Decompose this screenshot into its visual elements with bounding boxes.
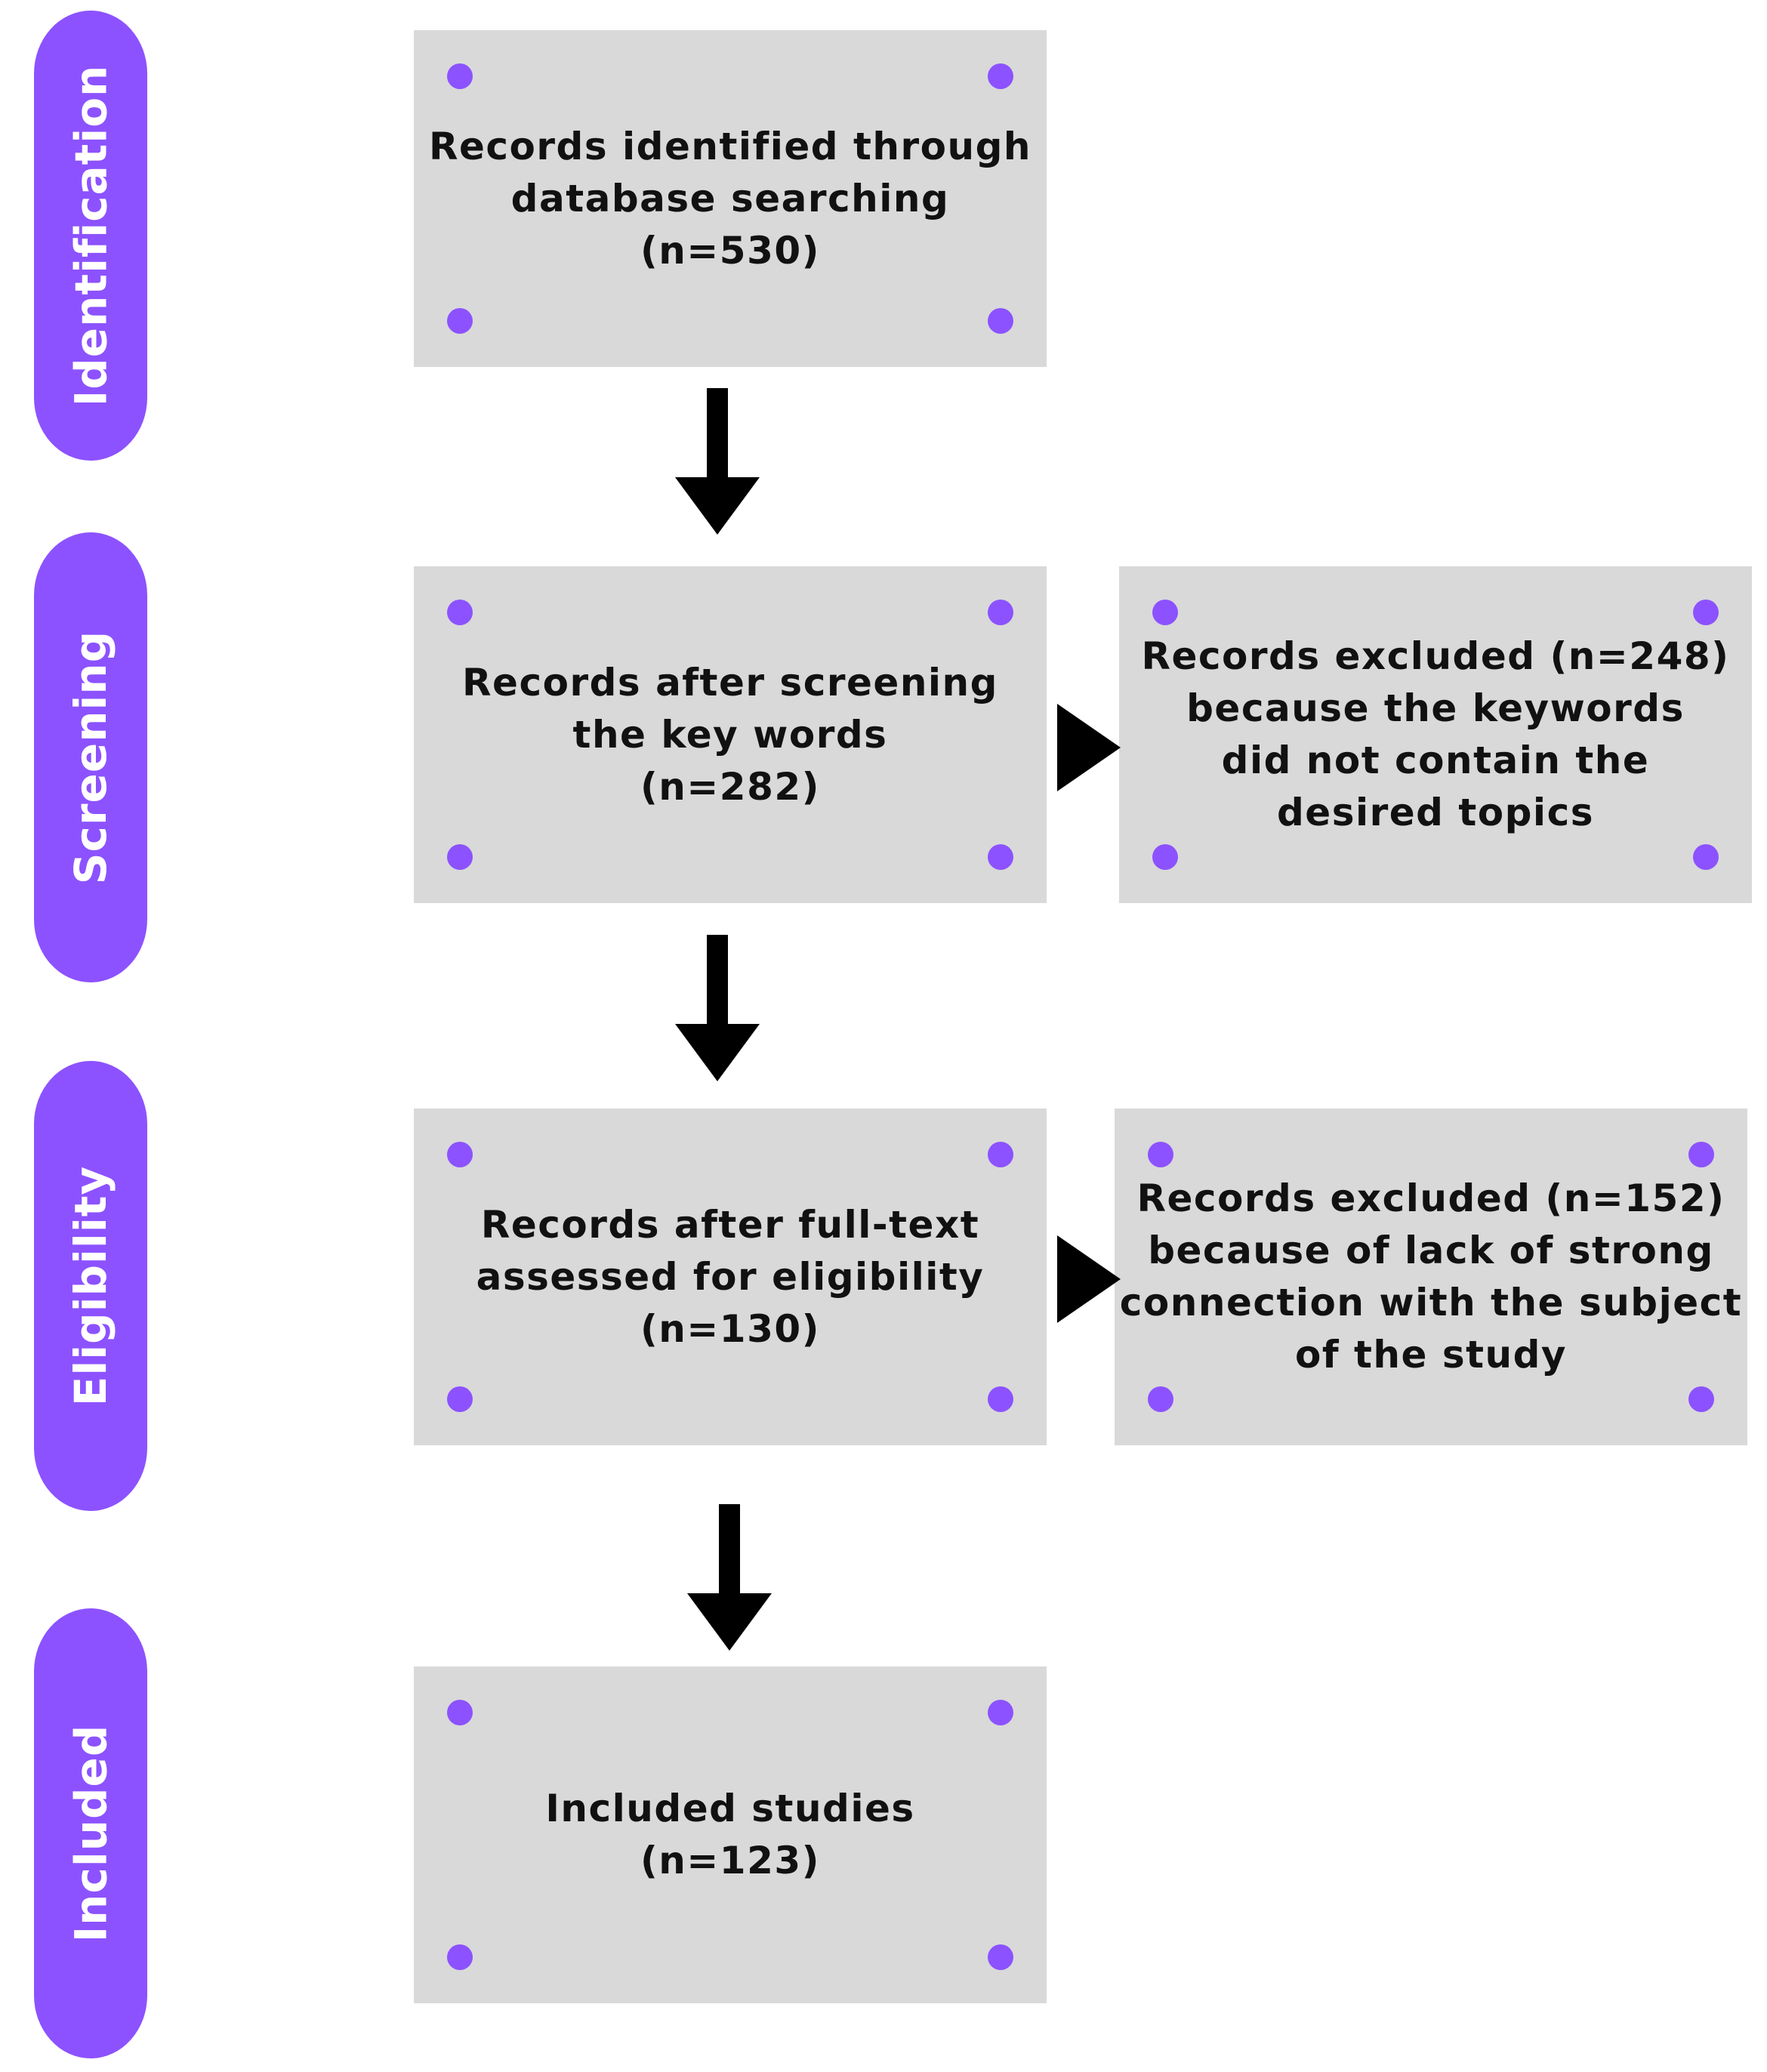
corner-dot: [988, 1944, 1013, 1970]
stage-included: Included: [34, 1608, 147, 2058]
corner-dot: [447, 600, 473, 625]
box-records-identified: Records identified through database sear…: [414, 30, 1047, 367]
box-records-eligible: Records after full-text assessed for eli…: [414, 1108, 1047, 1445]
corner-dot: [988, 1700, 1013, 1725]
stage-eligibility-label: Eligibility: [65, 1165, 117, 1407]
box-records-identified-text: Records identified through database sear…: [429, 124, 1032, 273]
corner-dot: [447, 1142, 473, 1167]
box-records-screened-text: Records after screening the key words (n…: [462, 660, 998, 809]
box-records-excluded-eligibility-text: Records excluded (n=152) because of lack…: [1119, 1176, 1743, 1377]
corner-dot: [1693, 600, 1719, 625]
corner-dot: [1688, 1142, 1714, 1167]
stage-identification-label: Identification: [65, 64, 116, 407]
corner-dot: [447, 1944, 473, 1970]
arrow-down-2: [675, 935, 760, 1081]
box-records-excluded-screening-text: Records excluded (n=248) because the key…: [1141, 634, 1730, 834]
box-records-eligible-text: Records after full-text assessed for eli…: [476, 1202, 985, 1351]
corner-dot: [988, 63, 1013, 89]
box-included-studies-text: Included studies (n=123): [545, 1787, 915, 1882]
arrow-down-3: [687, 1504, 772, 1651]
corner-dot: [1688, 1386, 1714, 1412]
corner-dot: [988, 600, 1013, 625]
arrow-right-1: [1057, 704, 1121, 791]
stage-screening: Screening: [34, 532, 147, 982]
corner-dot: [1148, 1386, 1173, 1412]
corner-dot: [447, 844, 473, 870]
corner-dot: [988, 1386, 1013, 1412]
box-records-excluded-screening: Records excluded (n=248) because the key…: [1119, 566, 1752, 903]
corner-dot: [447, 1700, 473, 1725]
stage-eligibility: Eligibility: [34, 1061, 147, 1511]
corner-dot: [447, 1386, 473, 1412]
arrow-down-1: [675, 388, 760, 535]
arrow-right-2: [1057, 1235, 1121, 1323]
corner-dot: [988, 308, 1013, 334]
corner-dot: [1152, 844, 1178, 870]
box-records-screened: Records after screening the key words (n…: [414, 566, 1047, 903]
corner-dot: [1148, 1142, 1173, 1167]
stage-included-label: Included: [65, 1724, 117, 1943]
corner-dot: [1693, 844, 1719, 870]
box-included-studies: Included studies (n=123): [414, 1667, 1047, 2003]
corner-dot: [988, 1142, 1013, 1167]
corner-dot: [447, 308, 473, 334]
box-records-excluded-eligibility: Records excluded (n=152) because of lack…: [1115, 1108, 1747, 1445]
stage-screening-label: Screening: [65, 630, 117, 885]
stage-identification: Identification: [34, 11, 147, 461]
corner-dot: [1152, 600, 1178, 625]
corner-dot: [988, 844, 1013, 870]
corner-dot: [447, 63, 473, 89]
